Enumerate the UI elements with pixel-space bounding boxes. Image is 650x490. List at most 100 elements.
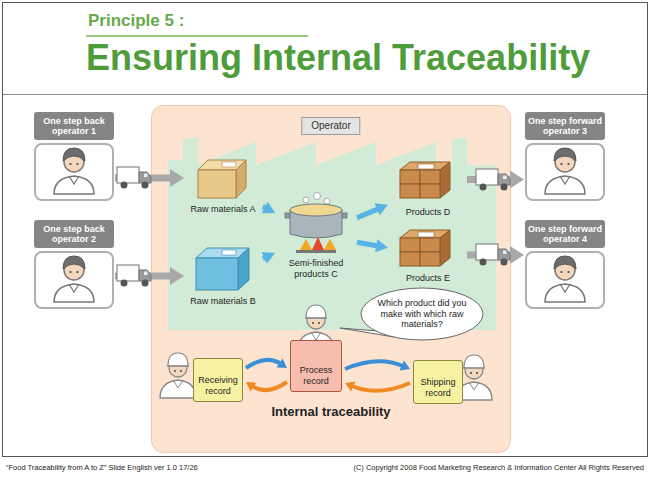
delivery-truck — [476, 169, 510, 191]
product-boxes-d — [418, 164, 434, 169]
arrow-shaft — [351, 383, 410, 391]
operator-box: One step back operator 1 — [34, 112, 114, 201]
operator-box: One step back operator 2 — [34, 220, 114, 309]
material-label: Semi-finished products C — [277, 258, 355, 280]
factory-building — [168, 138, 496, 330]
connector — [262, 202, 276, 213]
product-boxes-e — [440, 230, 450, 266]
material-label: Products E — [406, 273, 450, 284]
cooking-pot — [324, 198, 330, 204]
operator-label: One step forward operator 3 — [525, 112, 605, 140]
operator-label: One step back operator 1 — [34, 112, 114, 140]
operator-label: One step forward operator 4 — [525, 220, 605, 248]
arrow-head — [345, 382, 355, 392]
raw-material-box-b — [196, 248, 249, 290]
arrow-head — [170, 267, 184, 285]
arrow-head — [262, 252, 276, 264]
arrow-shaft — [357, 209, 379, 218]
product-boxes-d — [420, 184, 440, 198]
material-node: Products E — [390, 226, 466, 284]
raw-material-box-b — [222, 250, 236, 255]
delivery-truck — [117, 265, 151, 287]
connector — [357, 203, 388, 217]
cooking-pot — [303, 197, 309, 203]
material-node: Raw materials B — [185, 245, 261, 307]
product-boxes-d — [400, 184, 420, 198]
operator-heading: Operator — [301, 117, 360, 135]
record-sheet: Process record — [290, 340, 342, 392]
footer-note: (C) Copyright 2008 Food Marketing Resear… — [353, 463, 644, 472]
delivery-truck — [117, 167, 151, 189]
product-boxes-e — [400, 230, 450, 266]
cooking-pot — [312, 237, 324, 250]
worker-figure — [160, 353, 196, 398]
material-label: Raw materials B — [190, 296, 256, 307]
arrow-head — [375, 239, 388, 252]
arrow-head — [375, 203, 389, 215]
raw-material-box-a — [222, 162, 236, 167]
bubble-text: Which product did you make with which ra… — [372, 298, 472, 330]
record-label: Shipping record — [416, 377, 460, 399]
connector — [345, 360, 410, 391]
raw-material-box-a — [236, 160, 246, 198]
operator-box: One step forward operator 3 — [525, 112, 605, 201]
product-boxes-d — [400, 170, 420, 184]
raw-material-box-a — [198, 160, 246, 198]
product-boxes-e — [420, 238, 440, 252]
operator-person — [545, 148, 585, 194]
operator-person — [545, 256, 585, 302]
raw-material-box-a — [198, 170, 236, 198]
section-caption: Internal traceability — [152, 404, 510, 420]
connector — [262, 252, 276, 264]
footer-note: “Food Traceability from A to Z” Slide En… — [6, 463, 198, 472]
bubble-outline — [361, 288, 483, 340]
material-node: Raw materials A — [185, 155, 261, 215]
product-boxes-d — [440, 162, 450, 198]
arrow-head — [262, 202, 276, 213]
operator-frame — [34, 143, 114, 201]
product-boxes-e — [400, 252, 420, 266]
material-label: Raw materials A — [190, 204, 255, 215]
cooking-pot — [324, 239, 336, 250]
record-label: Receiving record — [196, 375, 240, 397]
arrow-shaft — [345, 361, 404, 369]
operator-frame — [525, 143, 605, 201]
material-node: Products D — [390, 158, 466, 218]
principle-underline — [86, 35, 308, 37]
record-sheet: Receiving record — [193, 358, 243, 402]
material-node: Semi-finished products C — [277, 190, 355, 280]
operator-label: One step back operator 2 — [34, 220, 114, 248]
operator-box: One step forward operator 4 — [525, 220, 605, 309]
cooking-pot — [285, 193, 347, 254]
principle-number: Principle 5 : — [88, 11, 184, 31]
product-boxes-e — [420, 252, 440, 266]
cooking-pot — [314, 193, 321, 200]
arrow-head — [400, 360, 410, 370]
speech-bubble: Which product did you make with which ra… — [360, 287, 484, 341]
connector — [357, 239, 388, 252]
material-label: Products D — [406, 207, 451, 218]
cooking-pot — [300, 239, 312, 250]
raw-material-box-b — [196, 258, 238, 290]
cooking-pot — [296, 250, 336, 253]
operator-panel: OperatorInternal traceability Raw materia… — [152, 106, 510, 452]
raw-material-box-b — [238, 248, 249, 290]
operator-frame — [525, 251, 605, 309]
slide-border — [3, 3, 648, 457]
operator-person — [54, 256, 94, 302]
arrow-head — [276, 358, 287, 368]
arrow-head — [170, 169, 184, 187]
arrow-head — [510, 246, 524, 264]
operator-frame — [34, 251, 114, 309]
arrow-head — [510, 171, 524, 189]
product-boxes-e — [400, 238, 420, 252]
record-label: Process record — [293, 365, 339, 387]
slide-title: Ensuring Internal Traceability — [86, 37, 590, 78]
operator-person — [54, 148, 94, 194]
title-rule — [3, 94, 647, 95]
arrow-shaft — [246, 360, 281, 368]
delivery-truck — [476, 244, 510, 266]
product-boxes-e — [418, 232, 434, 237]
cooking-pot — [290, 204, 342, 216]
